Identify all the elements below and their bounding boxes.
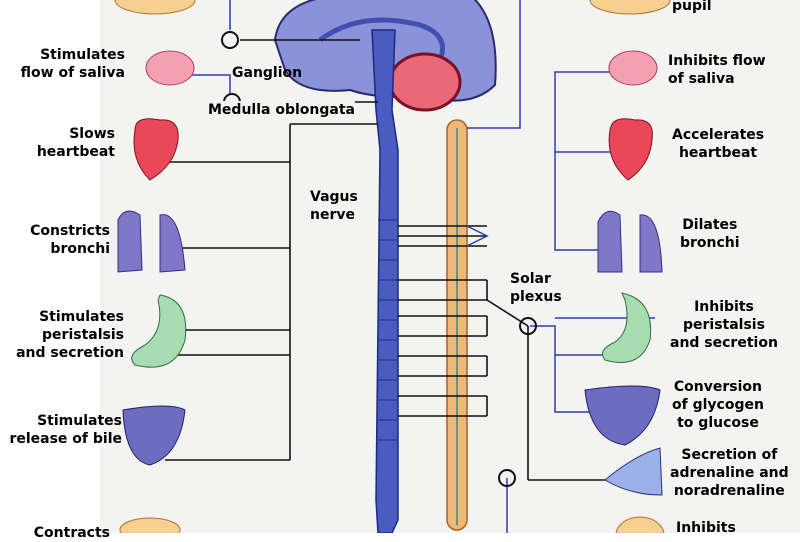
heart-right-icon bbox=[608, 118, 653, 181]
stomach-right-icon bbox=[602, 292, 652, 363]
label-contracts: Contracts bbox=[33, 525, 110, 541]
ganglion-adrenal bbox=[498, 469, 516, 487]
heart-left-icon bbox=[133, 118, 179, 181]
bladder-left-icon bbox=[119, 517, 181, 533]
eye-left-icon bbox=[114, 0, 196, 15]
adrenal-gland-icon bbox=[604, 447, 663, 496]
liver-right-icon bbox=[584, 385, 661, 446]
eye-right-icon bbox=[589, 0, 671, 15]
spinal-cord bbox=[371, 29, 399, 533]
salivary-gland-left-icon bbox=[145, 50, 195, 86]
label-inhibits-bladder: Inhibits bbox=[676, 520, 736, 536]
lungs-left-icon bbox=[117, 210, 186, 273]
cord-segments bbox=[378, 219, 398, 441]
bladder-right-icon bbox=[615, 516, 665, 533]
salivary-gland-right-icon bbox=[608, 50, 658, 86]
ganglion-eye bbox=[221, 31, 239, 49]
lungs-right-icon bbox=[597, 210, 663, 273]
ganglion-solar-plexus bbox=[519, 317, 537, 335]
stomach-left-icon bbox=[131, 294, 187, 368]
label-medulla-oblongata: Medulla oblongata bbox=[208, 101, 355, 119]
cerebellum bbox=[388, 52, 462, 112]
label-pupil: pupil bbox=[672, 0, 712, 14]
label-ganglion: Ganglion bbox=[232, 65, 303, 81]
brain-fold bbox=[318, 17, 445, 61]
liver-left-icon bbox=[122, 405, 186, 466]
